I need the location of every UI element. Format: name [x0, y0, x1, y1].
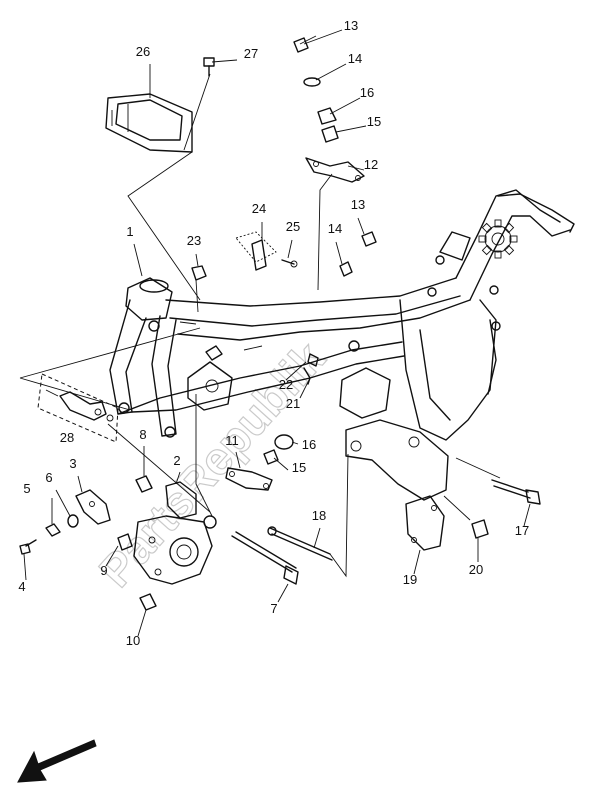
callout-15: 15	[292, 460, 306, 475]
callout-14: 14	[328, 221, 342, 236]
callout-26: 26	[136, 44, 150, 59]
callout-12: 12	[364, 157, 378, 172]
callout-25: 25	[286, 219, 300, 234]
callout-18: 18	[312, 508, 326, 523]
callout-15: 15	[367, 114, 381, 129]
right-bolt-parts	[339, 231, 377, 277]
upper-mount-parts	[293, 35, 365, 183]
through-bolts	[231, 479, 541, 585]
callout-27: 27	[244, 46, 258, 61]
callout-5: 5	[23, 481, 30, 496]
callout-6: 6	[45, 470, 52, 485]
callout-3: 3	[69, 456, 76, 471]
part-group-28	[37, 373, 119, 443]
callout-8: 8	[139, 427, 146, 442]
bracket-24	[235, 231, 298, 271]
callout-13: 13	[344, 18, 358, 33]
direction-arrow-icon	[17, 739, 97, 783]
callout-14: 14	[348, 51, 362, 66]
callout-22: 22	[279, 377, 293, 392]
callout-17: 17	[515, 523, 529, 538]
callout-16: 16	[302, 437, 316, 452]
callout-10: 10	[126, 633, 140, 648]
callout-7: 7	[270, 601, 277, 616]
callout-21: 21	[286, 396, 300, 411]
gear-icon	[478, 219, 518, 259]
callout-19: 19	[403, 572, 417, 587]
callout-20: 20	[469, 562, 483, 577]
callout-24: 24	[252, 201, 266, 216]
side-cover	[105, 93, 193, 153]
callout-11: 11	[225, 433, 239, 448]
bolt-27	[203, 57, 215, 77]
callout-28: 28	[60, 430, 74, 445]
callout-1: 1	[126, 224, 133, 239]
callout-9: 9	[100, 563, 107, 578]
engine-mount-right	[191, 265, 489, 551]
callout-16: 16	[360, 85, 374, 100]
engine-mount-left	[19, 475, 217, 611]
callout-4: 4	[18, 579, 25, 594]
callout-13: 13	[351, 197, 365, 212]
callout-2: 2	[173, 453, 180, 468]
leader-lines	[19, 29, 531, 637]
motorcycle-frame	[109, 189, 575, 501]
callout-23: 23	[187, 233, 201, 248]
callout-labels: 1234567891011121313141415151616171819202…	[18, 18, 529, 648]
